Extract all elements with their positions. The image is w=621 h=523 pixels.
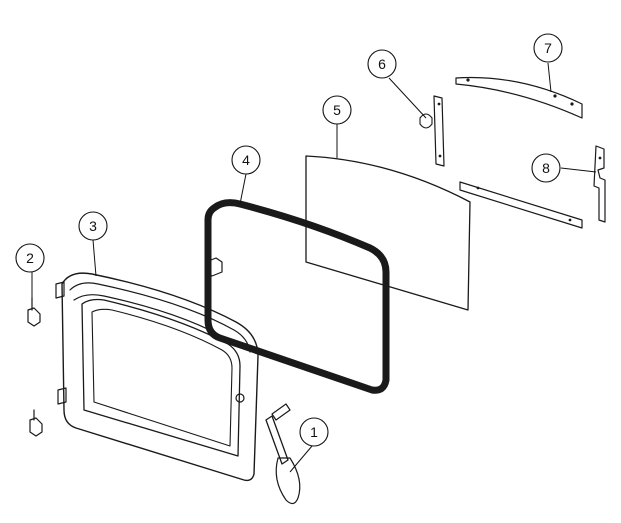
callout-5: 5 [322, 95, 352, 125]
callout-8-label: 8 [542, 160, 550, 176]
part-6-latch-plate [419, 95, 445, 167]
part-2-hinge-pins [27, 297, 43, 437]
callout-7-label: 7 [544, 40, 552, 56]
callout-8: 8 [531, 153, 561, 183]
callout-3-label: 3 [89, 218, 97, 234]
callout-4-label: 4 [242, 152, 250, 168]
callout-2: 2 [15, 243, 45, 273]
callout-3: 3 [78, 211, 108, 241]
leader-4 [239, 173, 247, 205]
part-3-door-frame [55, 272, 259, 482]
leader-7 [547, 62, 552, 93]
callout-6: 6 [367, 49, 397, 79]
leader-6 [388, 77, 427, 119]
callout-2-label: 2 [26, 250, 34, 266]
leader-1 [289, 445, 313, 473]
bottom-trim-bar [459, 181, 583, 229]
callout-7: 7 [533, 33, 563, 63]
leader-lines [31, 62, 597, 473]
part-7-top-trim [455, 76, 583, 119]
callout-5-label: 5 [333, 102, 341, 118]
part-1-handle [265, 403, 301, 505]
part-4-gasket-frame [204, 199, 390, 394]
callout-1: 1 [299, 417, 329, 447]
leader-3 [92, 239, 97, 277]
callout-4: 4 [231, 145, 261, 175]
part-8-side-bracket [593, 145, 606, 223]
callout-6-label: 6 [378, 56, 386, 72]
part-5-glass-panel [305, 155, 471, 311]
callout-1-label: 1 [310, 424, 318, 440]
leader-8 [560, 167, 597, 173]
